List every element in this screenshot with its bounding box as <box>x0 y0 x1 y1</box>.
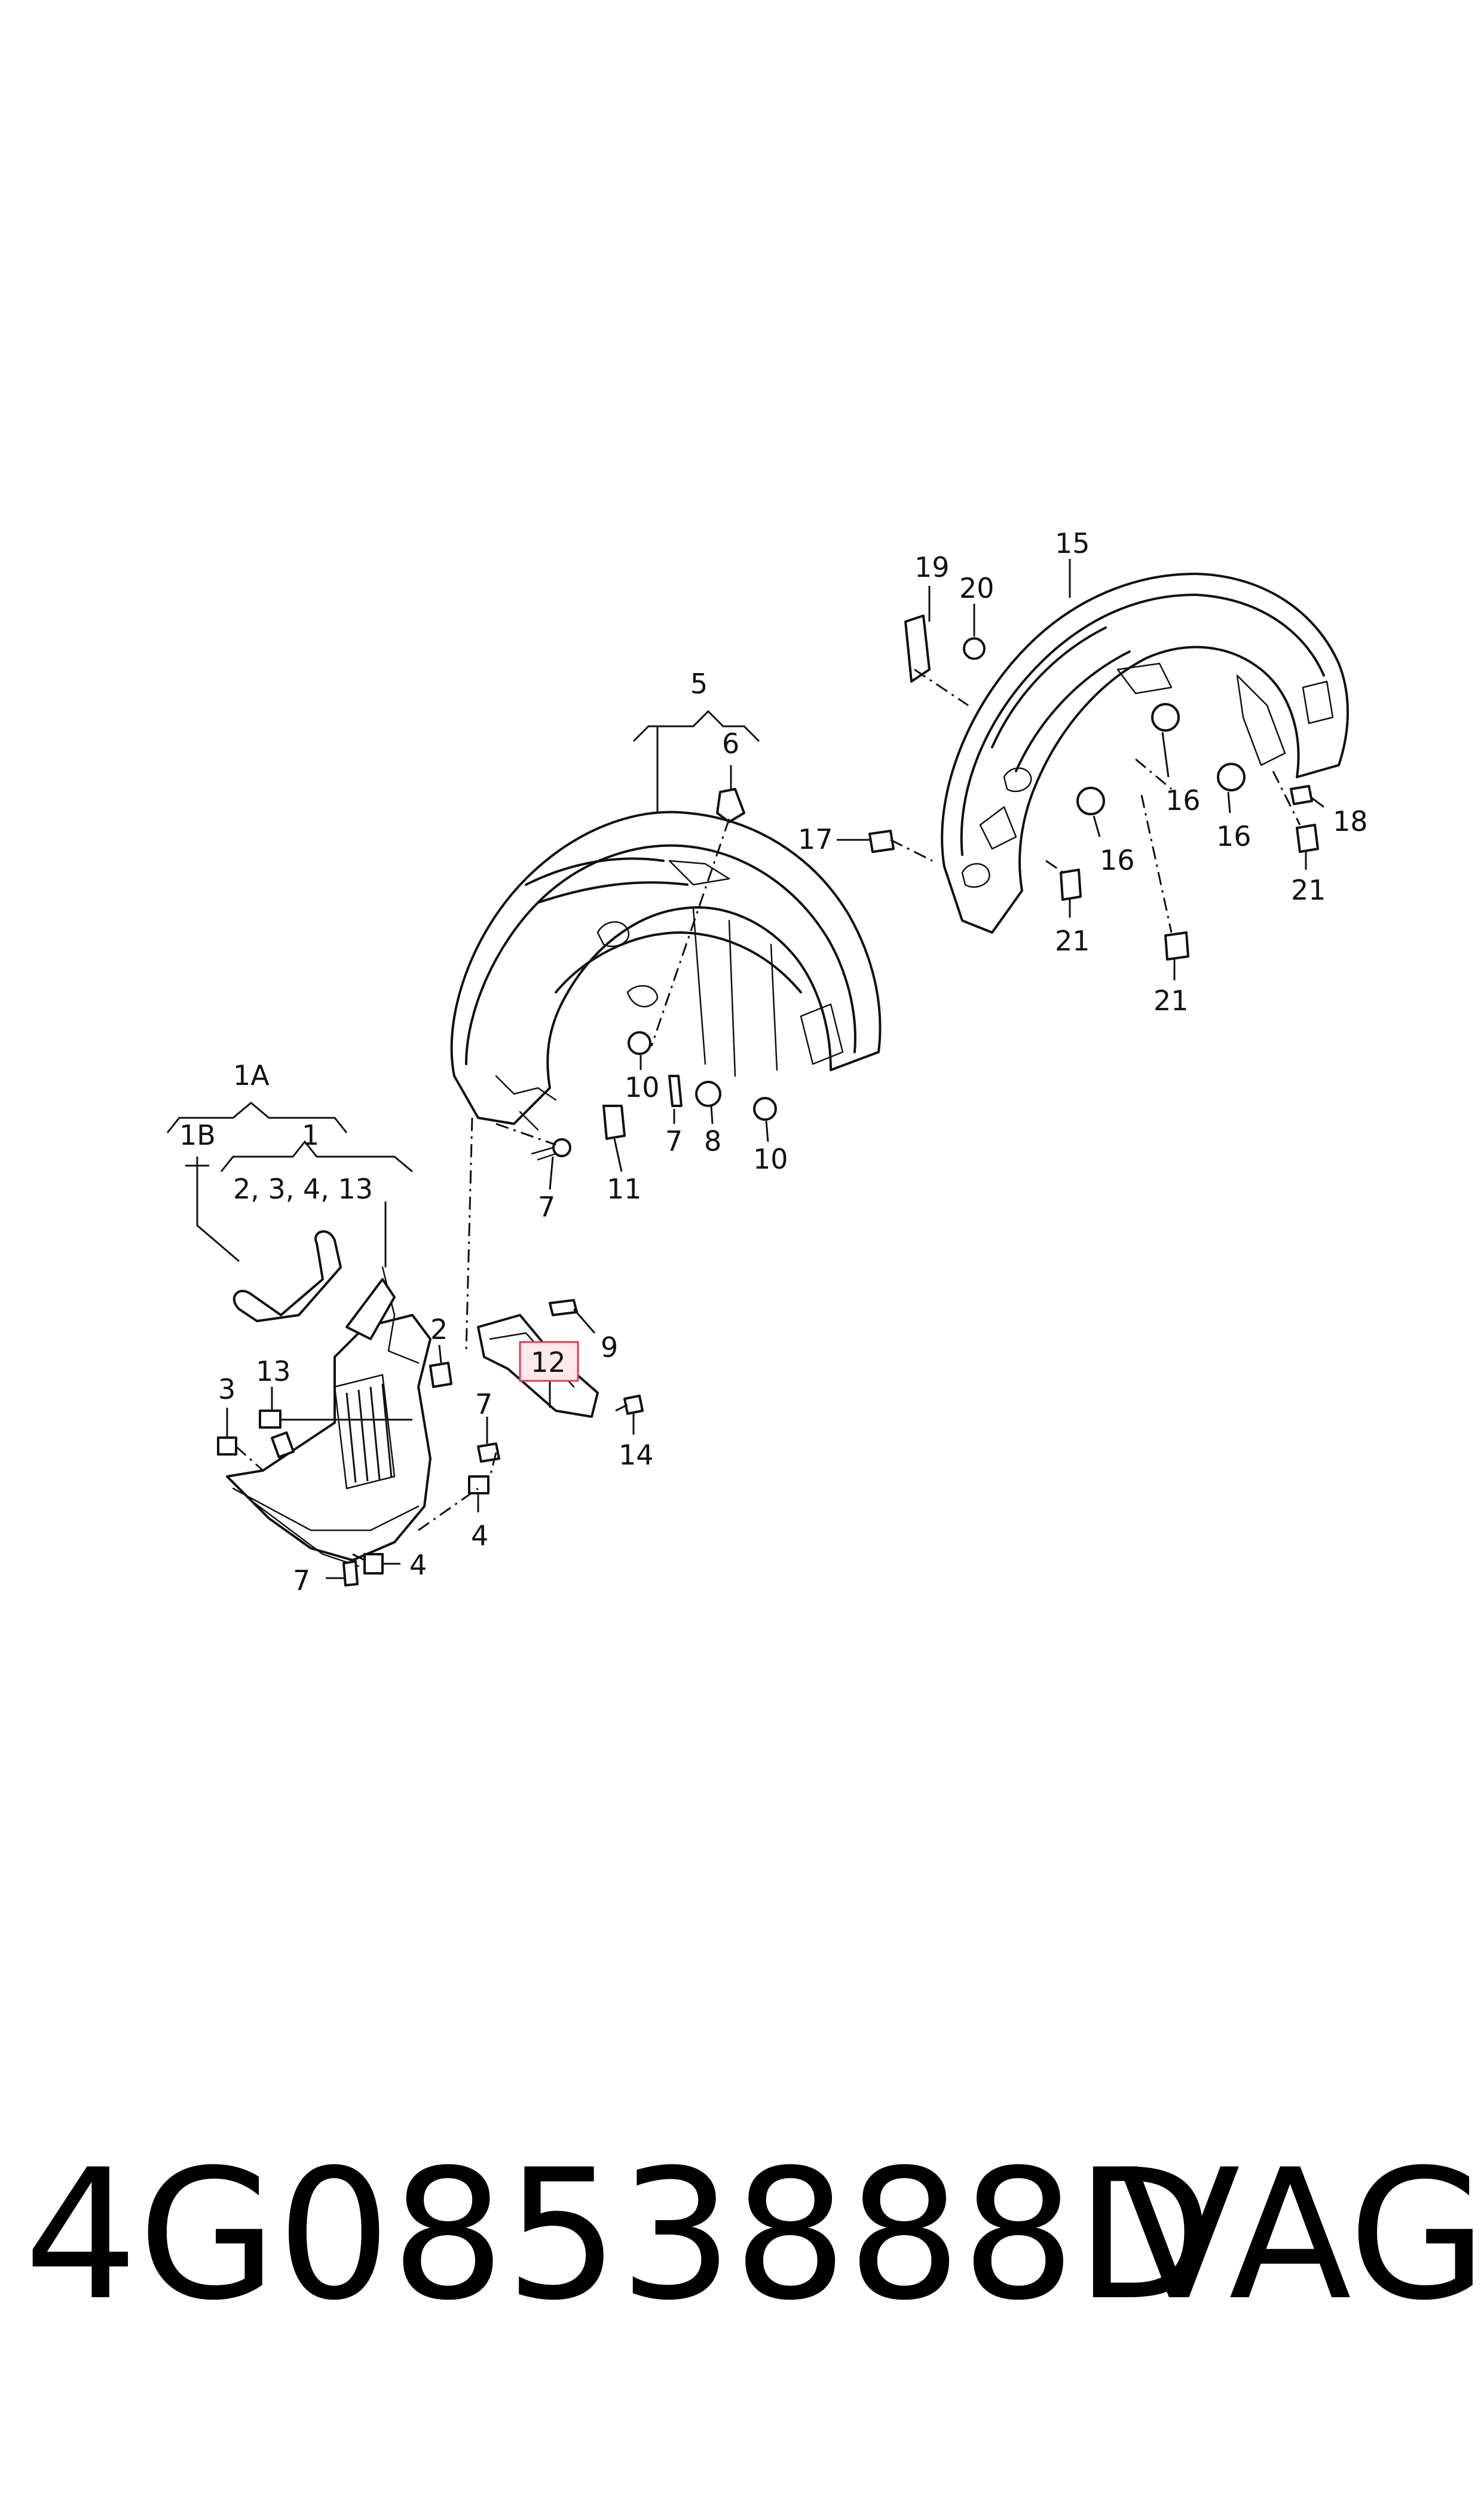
callout-21-b: 21 <box>1055 925 1090 957</box>
callout-10-left: 10 <box>625 1071 660 1103</box>
front-liner-assembly-part-1 <box>226 1230 432 1567</box>
callout-9: 9 <box>601 1331 618 1364</box>
callout-21-a: 21 <box>1291 874 1326 906</box>
clip-21-b <box>1060 869 1082 901</box>
highlight-box-12 <box>519 1341 579 1382</box>
callout-10-right: 10 <box>753 1143 788 1175</box>
clip-6 <box>716 788 745 823</box>
clip-2 <box>429 1362 452 1388</box>
callout-5: 5 <box>690 668 708 700</box>
callout-18: 18 <box>1333 805 1368 837</box>
clip-16-c <box>1076 787 1105 815</box>
clip-13 <box>259 1410 281 1429</box>
nut-10-left <box>628 1031 651 1055</box>
clip-8 <box>695 1081 721 1107</box>
brand-name: VAG <box>1118 2131 1484 2340</box>
callout-16-b: 16 <box>1216 820 1252 852</box>
callout-19: 19 <box>914 551 950 583</box>
clip-16-b <box>1217 763 1246 791</box>
callout-16-a: 16 <box>1165 784 1201 817</box>
bracket-19 <box>904 615 931 683</box>
caption: 4G0853888D VAG <box>24 2128 1484 2343</box>
screw-18 <box>1290 785 1313 805</box>
callout-7-left: 7 <box>475 1388 492 1420</box>
fasteners <box>217 615 1319 1586</box>
screw-14 <box>623 1395 644 1415</box>
callout-4-bottom: 4 <box>409 1549 427 1581</box>
callout-7-bottom: 7 <box>293 1564 310 1597</box>
clip-21-a <box>1296 824 1319 853</box>
screw-7-left <box>477 1442 500 1463</box>
nut-10-right <box>753 1097 777 1121</box>
clip-4-bottom <box>363 1553 384 1575</box>
bracket-17 <box>868 830 895 853</box>
clip-16-a <box>1151 703 1180 732</box>
part-number: 4G0853888D <box>24 2131 1214 2340</box>
callout-11: 11 <box>607 1173 642 1205</box>
callout-1: 1 <box>302 1119 319 1151</box>
callout-labels: 1A 1B 1 2, 3, 4, 13 2 3 4 4 5 6 7 7 7 7 … <box>179 527 1368 1597</box>
callout-15: 15 <box>1055 527 1090 560</box>
callout-17: 17 <box>798 823 833 855</box>
callout-3: 3 <box>218 1373 235 1405</box>
callout-14: 14 <box>619 1439 654 1471</box>
screw-9 <box>549 1299 578 1316</box>
callout-1a: 1A <box>233 1059 270 1092</box>
screw-7-mid <box>668 1075 683 1107</box>
wheel-arch-liner-part-15 <box>941 573 1349 934</box>
callout-20: 20 <box>959 572 995 604</box>
callout-4-mid: 4 <box>471 1520 488 1552</box>
nut-20 <box>963 637 986 660</box>
assembly-dash-lines <box>235 668 1301 1561</box>
callout-1-group: 2, 3, 4, 13 <box>233 1173 373 1205</box>
callout-2: 2 <box>430 1313 448 1346</box>
callout-6: 6 <box>722 727 739 760</box>
callout-8: 8 <box>704 1125 721 1157</box>
clip-4-mid <box>468 1475 489 1494</box>
callout-1b: 1B <box>179 1119 216 1151</box>
callout-7-top: 7 <box>538 1191 555 1223</box>
callout-13: 13 <box>256 1355 291 1387</box>
leader-lines <box>166 559 1324 1579</box>
screw-7-top <box>531 1138 571 1161</box>
screw-7-bottom <box>342 1560 359 1586</box>
callout-16-c: 16 <box>1100 844 1135 876</box>
wheel-arch-liner-part-5 <box>450 811 882 1131</box>
callout-7-mid: 7 <box>665 1125 683 1157</box>
clip-3 <box>217 1436 237 1456</box>
callout-21-c: 21 <box>1153 985 1189 1017</box>
clip-11 <box>602 1105 626 1140</box>
callout-12: 12 <box>531 1346 566 1378</box>
clip-21-c <box>1164 931 1189 961</box>
